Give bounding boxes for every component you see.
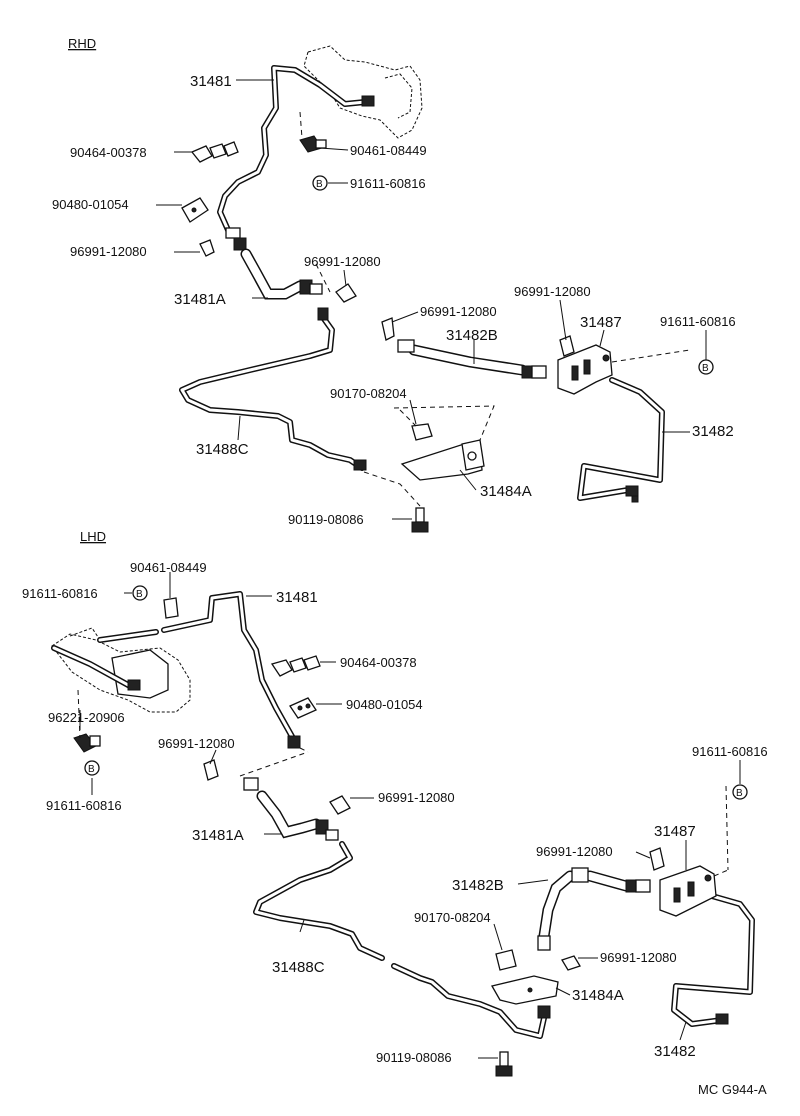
lhd-label-31481A: 31481A [192, 827, 244, 844]
rhd-nut-90170 [411, 423, 433, 441]
lhd-clip-96991-c [649, 847, 665, 871]
rhd-label-90170-08204: 90170-08204 [330, 386, 407, 401]
lhd-union-90461 [163, 597, 179, 619]
lhd-label-96991-12080-a: 96991-12080 [158, 736, 235, 751]
rhd-hose-31481A [240, 248, 323, 300]
rhd-clamp-90480 [181, 197, 209, 223]
lhd-label-31481: 31481 [276, 589, 318, 606]
rhd-clip-96991-d [559, 335, 575, 357]
lhd-label-31487: 31487 [654, 823, 696, 840]
rhd-clip-96991-c [381, 317, 395, 341]
lhd-hose-31481A [243, 777, 339, 841]
rhd-hose-31482B [397, 339, 547, 379]
rhd-clip-96991-a [199, 239, 215, 257]
rhd-pipe-31482 [577, 377, 665, 503]
rhd-section-label: RHD [68, 36, 96, 51]
rhd-bolt-90119 [411, 507, 429, 533]
lhd-label-91611-60816-c: 91611-60816 [692, 744, 768, 759]
svg-text:B: B [136, 589, 143, 600]
rhd-label-90464-00378: 90464-00378 [70, 145, 147, 160]
figure-code: MC G944-A [698, 1082, 767, 1097]
rhd-label-90119-08086: 90119-08086 [288, 512, 364, 527]
lhd-bolt-marker-3: B [732, 784, 748, 800]
rhd-label-91611-60816-b: 91611-60816 [660, 314, 736, 329]
rhd-label-31484A: 31484A [480, 483, 532, 500]
rhd-label-90480-01054: 90480-01054 [52, 197, 129, 212]
rhd-clip-96991-b [335, 283, 357, 303]
rhd-union-90461 [299, 135, 327, 153]
lhd-clip-96991-b [329, 795, 351, 815]
lhd-label-31482B: 31482B [452, 877, 504, 894]
svg-text:B: B [702, 363, 709, 374]
svg-text:B: B [736, 788, 743, 799]
lhd-clip-90464 [270, 655, 321, 677]
lhd-clamp-90480 [289, 697, 317, 719]
lhd-label-90464-00378: 90464-00378 [340, 655, 417, 670]
lhd-master-cylinder [51, 627, 191, 713]
lhd-bracket-31484A [491, 975, 559, 1005]
rhd-pipe-31488C [179, 307, 367, 471]
rhd-label-90461-08449: 90461-08449 [350, 143, 427, 158]
lhd-nut-90170 [495, 949, 517, 971]
rhd-label-31487: 31487 [580, 314, 622, 331]
rhd-label-91611-60816: 91611-60816 [350, 176, 426, 191]
lhd-clip-96221 [73, 733, 101, 753]
rhd-label-31481A: 31481A [174, 291, 226, 308]
lhd-bolt-90119 [495, 1051, 513, 1077]
lhd-label-31488C: 31488C [272, 959, 325, 976]
lhd-pipe-31482 [671, 893, 755, 1027]
rhd-bolt-marker-2: B [698, 359, 714, 375]
rhd-label-96991-12080-d: 96991-12080 [514, 284, 591, 299]
lhd-bracket-31487 [659, 865, 717, 917]
rhd-label-31482B: 31482B [446, 327, 498, 344]
rhd-pipe-31481 [217, 65, 375, 251]
lhd-label-96991-12080-d: 96991-12080 [600, 950, 677, 965]
svg-text:B: B [88, 764, 95, 775]
lhd-label-90170-08204: 90170-08204 [414, 910, 491, 925]
lhd-label-31482: 31482 [654, 1043, 696, 1060]
rhd-section: RHD [52, 36, 736, 533]
lhd-label-96991-12080-c: 96991-12080 [536, 844, 613, 859]
lhd-label-91611-60816-b: 91611-60816 [46, 798, 122, 813]
lhd-pipe-31488C [253, 841, 551, 1039]
lhd-label-31484A: 31484A [572, 987, 624, 1004]
lhd-label-96221-20906: 96221-20906 [48, 710, 125, 725]
rhd-bolt-marker-1: B [312, 175, 328, 191]
rhd-clip-90464 [190, 141, 239, 163]
lhd-clip-96991-d [561, 955, 581, 971]
rhd-master-cylinder [303, 45, 423, 139]
lhd-label-90461-08449: 90461-08449 [130, 560, 207, 575]
lhd-label-91611-60816-a: 91611-60816 [22, 586, 98, 601]
svg-text:B: B [316, 179, 323, 190]
rhd-bracket-31484A [400, 439, 485, 481]
lhd-clip-96991-a [203, 759, 219, 781]
rhd-label-96991-12080-a: 96991-12080 [70, 244, 147, 259]
lhd-label-90119-08086: 90119-08086 [376, 1050, 452, 1065]
lhd-label-96991-12080-b: 96991-12080 [378, 790, 455, 805]
rhd-label-31481: 31481 [190, 73, 232, 90]
lhd-bolt-marker-2: B [84, 760, 100, 776]
rhd-bracket-31487 [557, 344, 613, 395]
lhd-label-90480-01054: 90480-01054 [346, 697, 423, 712]
lhd-pipe-31481 [51, 591, 301, 749]
lhd-section: LHD [51, 529, 755, 1077]
rhd-label-31488C: 31488C [196, 441, 249, 458]
lhd-section-label: LHD [80, 529, 106, 544]
rhd-label-96991-12080-b: 96991-12080 [304, 254, 381, 269]
lhd-hose-31482B [537, 867, 651, 951]
rhd-label-96991-12080-c: 96991-12080 [420, 304, 497, 319]
rhd-label-31482: 31482 [692, 423, 734, 440]
lhd-bolt-marker-1: B [132, 585, 148, 601]
